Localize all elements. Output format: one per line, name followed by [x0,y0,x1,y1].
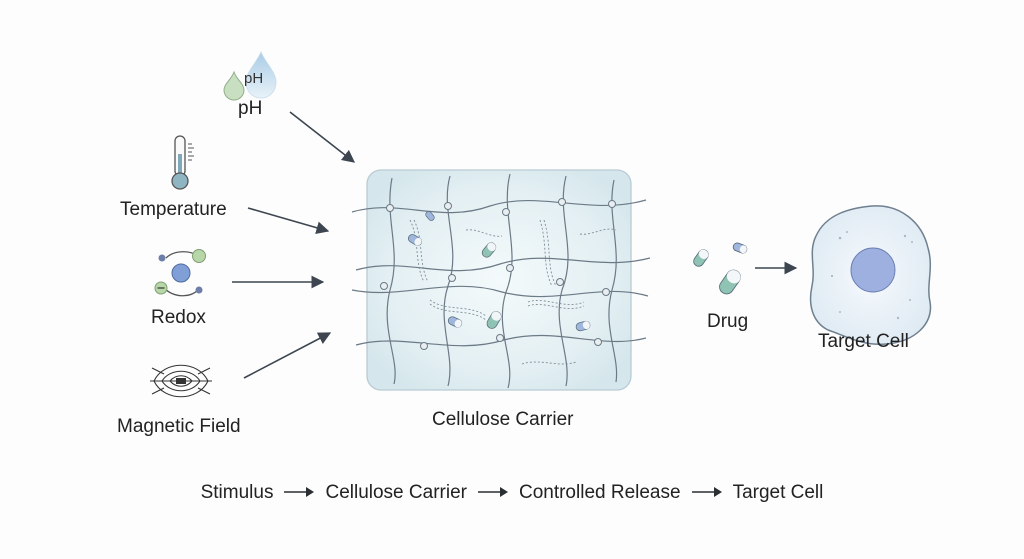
arrow-magnetic-to-carrier [243,332,332,379]
carrier-label: Cellulose Carrier [432,409,574,430]
arrow-ph-to-carrier [289,111,356,163]
redox-molecule-icon [152,244,212,309]
ph-label: pH [238,98,263,119]
flow-step-target: Target Cell [732,482,824,503]
arrow-temperature-to-carrier [247,207,330,234]
flow-arrow-icon [477,482,508,504]
ph-icon-text: pH [244,70,264,87]
thermometer-icon [166,134,200,197]
flow-step-stimulus: Stimulus [200,482,274,503]
flow-step-carrier: Cellulose Carrier [325,482,467,503]
flow-arrow-icon [284,482,315,504]
flow-arrow-icon [691,482,722,504]
magnetic-field-icon [150,354,212,413]
process-flow: Stimulus Cellulose Carrier Controlled Re… [0,478,1024,508]
nucleus [850,247,896,293]
target-cell-label: Target Cell [818,331,909,352]
embedded-drug-capsules [408,211,591,332]
drug-label: Drug [707,311,749,332]
flow-step-release: Controlled Release [518,482,681,503]
temperature-label: Temperature [120,199,227,220]
released-drug-capsules [693,242,748,295]
redox-label: Redox [151,307,206,328]
target-cell [809,205,932,345]
cellulose-carrier [351,169,651,391]
ph-drop-icon: pH [220,50,282,102]
magnetic-field-label: Magnetic Field [117,416,241,437]
